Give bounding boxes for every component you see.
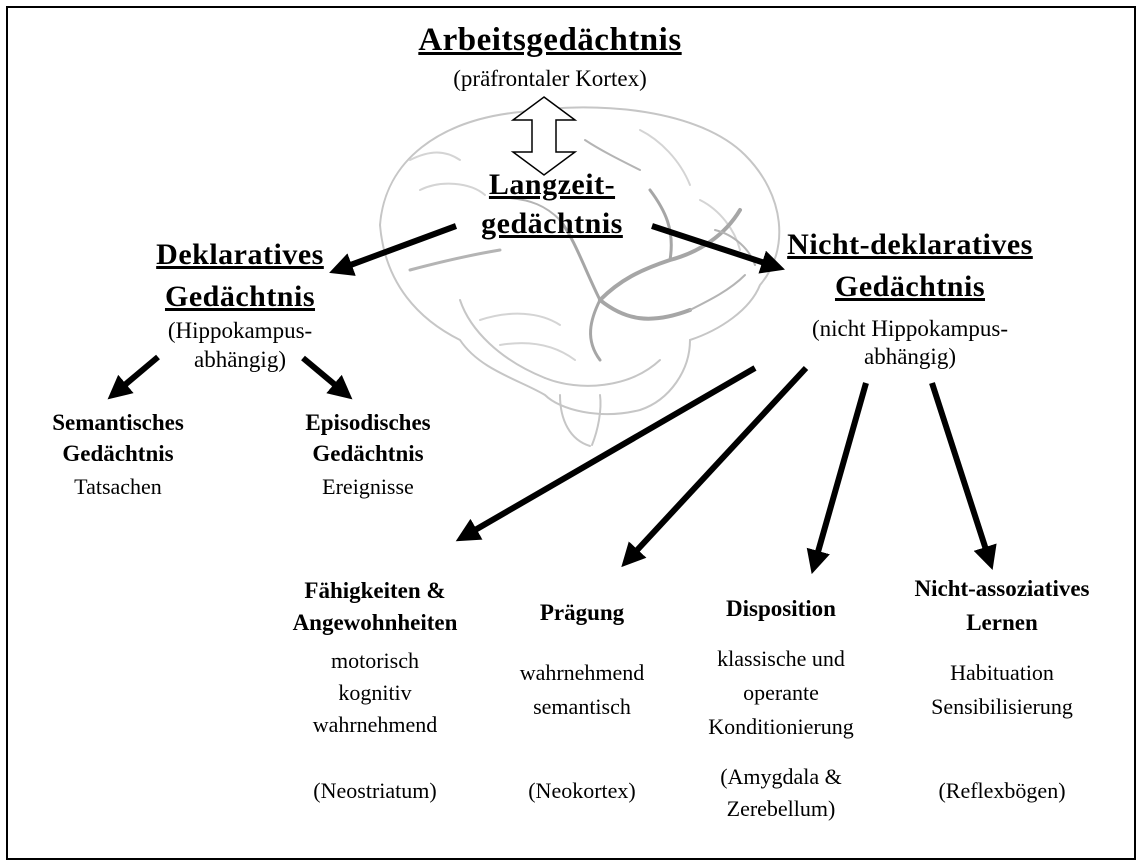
declarative-line1: Deklaratives xyxy=(120,238,360,273)
semantic-desc: Tatsachen xyxy=(18,474,218,499)
nonassoc-desc2: Sensibilisierung xyxy=(884,694,1120,719)
arrow-to-disposition xyxy=(814,383,866,566)
working-memory-title: Arbeitsgedächtnis xyxy=(394,22,706,60)
priming-desc1: wahrnehmend xyxy=(496,660,668,685)
skills-desc1: motorisch xyxy=(270,648,480,673)
nonassoc-region: (Reflexbögen) xyxy=(884,778,1120,803)
arrow-to-priming xyxy=(627,368,806,561)
semantic-line1: Semantisches xyxy=(18,410,218,436)
disposition-desc3: Konditionierung xyxy=(676,714,886,739)
declarative-line2: Gedächtnis xyxy=(120,280,360,315)
nonassoc-title1: Nicht-assoziatives xyxy=(884,576,1120,602)
nondeclarative-line1: Nicht-deklaratives xyxy=(752,228,1068,263)
skills-desc2: kognitiv xyxy=(270,680,480,705)
disposition-region2: Zerebellum) xyxy=(676,796,886,821)
skills-desc3: wahrnehmend xyxy=(270,712,480,737)
double-arrow-icon xyxy=(513,97,575,175)
episodic-desc: Ereignisse xyxy=(268,474,468,499)
episodic-line1: Episodisches xyxy=(268,410,468,436)
brain-illustration xyxy=(380,107,779,446)
disposition-desc2: operante xyxy=(676,680,886,705)
nondeclarative-note2: abhängig) xyxy=(752,344,1068,370)
disposition-desc1: klassische und xyxy=(676,646,886,671)
nonassoc-desc1: Habituation xyxy=(884,660,1120,685)
semantic-line2: Gedächtnis xyxy=(18,441,218,467)
working-memory-subtitle: (präfrontaler Kortex) xyxy=(394,66,706,92)
long-term-memory: Langzeit- gedächtnis xyxy=(462,168,642,241)
disposition-region1: (Amygdala & xyxy=(676,764,886,789)
nondeclarative-note1: (nicht Hippokampus- xyxy=(752,316,1068,342)
nondeclarative-line2: Gedächtnis xyxy=(752,270,1068,305)
priming-title: Prägung xyxy=(496,600,668,626)
priming-desc2: semantisch xyxy=(496,694,668,719)
skills-title2: Angewohnheiten xyxy=(270,610,480,636)
nonassoc-title2: Lernen xyxy=(884,610,1120,636)
long-term-line1: Langzeit- xyxy=(462,168,642,203)
disposition-title: Disposition xyxy=(676,596,886,622)
skills-title1: Fähigkeiten & xyxy=(270,578,480,604)
arrow-to-skills xyxy=(463,368,755,537)
declarative-note1: (Hippokampus- xyxy=(120,318,360,344)
arrow-to-nonassoc xyxy=(932,383,990,562)
episodic-line2: Gedächtnis xyxy=(268,441,468,467)
skills-region: (Neostriatum) xyxy=(270,778,480,803)
long-term-line2: gedächtnis xyxy=(462,207,642,242)
declarative-note2: abhängig) xyxy=(120,347,360,373)
priming-region: (Neokortex) xyxy=(496,778,668,803)
